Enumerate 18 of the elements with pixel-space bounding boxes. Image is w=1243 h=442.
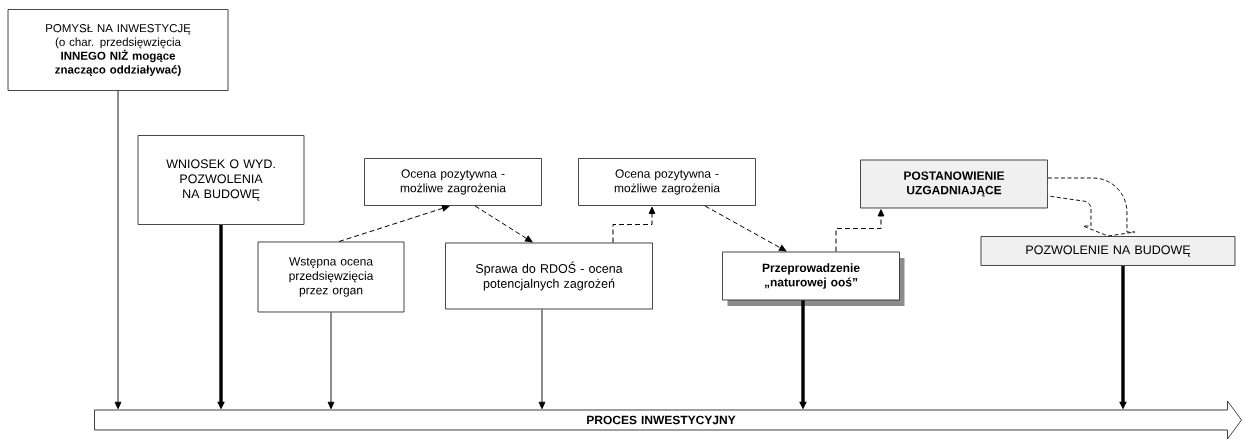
case-box: Sprawa do RDOŚ - ocena potencjalnych zagrożeń xyxy=(445,242,653,310)
idea-box: POMYSŁ NA INWESTYCJĘ (o char. przedsięwzięcia INNEGO NIŻ mogące znacząco oddziaływać) xyxy=(7,9,229,91)
application-box: WNIOSEK O WYD. POZWOLENIA NA BUDOWĘ xyxy=(137,135,305,225)
arrow xyxy=(474,205,533,243)
arrow xyxy=(612,206,656,244)
arrow xyxy=(327,312,335,410)
assessment-box: Ocena pozytywna - możliwe zagrożenia xyxy=(364,158,542,206)
assessment-box: Ocena pozytywna - możliwe zagrożenia xyxy=(578,158,756,206)
arrow xyxy=(114,90,122,410)
arrow xyxy=(538,309,546,410)
arrow xyxy=(835,209,885,253)
arrow xyxy=(704,205,787,252)
procedure-box: Przeprowadzenie „naturowej ooś” xyxy=(722,251,905,306)
decision-box: POSTANOWIENIE UZGADNIAJĄCE xyxy=(860,159,1048,209)
block-arrow xyxy=(1047,177,1136,237)
assessment-box: Wstępna ocena przedsięwzięcia przez organ xyxy=(257,241,405,313)
arrow xyxy=(338,205,450,243)
permit-box: POZWOLENIE NA BUDOWĘ xyxy=(980,236,1236,266)
